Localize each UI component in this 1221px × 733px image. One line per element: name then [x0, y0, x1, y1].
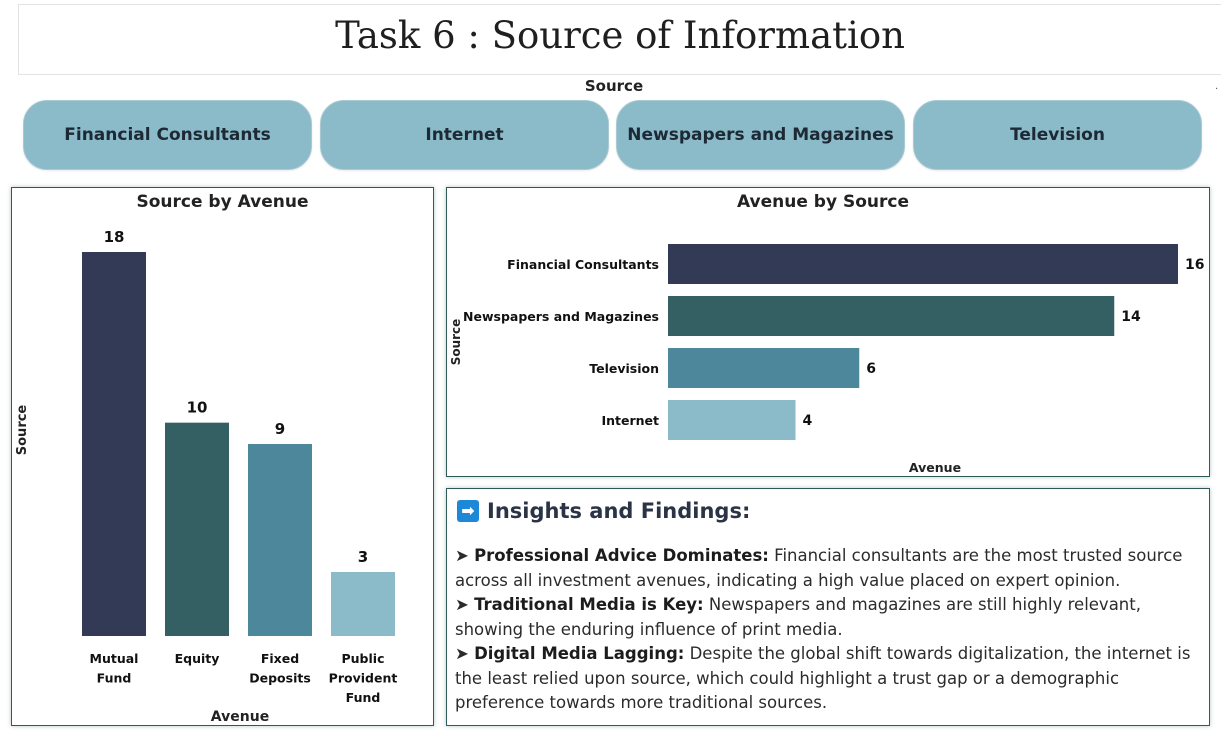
- insight-item: ➤ Traditional Media is Key: Newspapers a…: [455, 593, 1200, 642]
- tick-label: Internet: [601, 413, 659, 428]
- tick-label: Provident: [329, 671, 398, 686]
- insight-title: Digital Media Lagging:: [474, 644, 685, 663]
- x-axis-label: Avenue: [211, 709, 269, 725]
- bar: [668, 296, 1115, 336]
- data-label: 18: [104, 228, 125, 246]
- data-label: 16: [1185, 257, 1204, 273]
- bullet-icon: ➤: [455, 644, 469, 663]
- slicer-button-television[interactable]: Television: [913, 100, 1202, 170]
- tick-label: Deposits: [249, 671, 311, 686]
- insights-heading: ➡ Insights and Findings:: [457, 499, 750, 523]
- y-axis-label: Source: [449, 319, 463, 366]
- tick-label: Newspapers and Magazines: [463, 309, 659, 324]
- tick-label: Public: [342, 651, 385, 666]
- bar: [248, 444, 312, 636]
- source-by-avenue-title: Source by Avenue: [136, 192, 309, 212]
- y-axis-label: Source: [15, 405, 30, 456]
- tick-label: Mutual: [90, 651, 139, 666]
- bar: [668, 244, 1178, 284]
- avenue-by-source-panel: Avenue by Source Financial Consultants 16…: [446, 187, 1210, 477]
- avenue-by-source-title: Avenue by Source: [736, 192, 909, 212]
- bar: [165, 422, 229, 636]
- insights-panel: ➡ Insights and Findings: ➤ Professional …: [446, 488, 1210, 726]
- data-label: 10: [187, 399, 208, 417]
- tick-label: Fund: [97, 671, 132, 686]
- tick-label: Equity: [175, 651, 220, 666]
- insight-item: ➤ Digital Media Lagging: Despite the glo…: [455, 642, 1200, 716]
- slicer-button-financial-consultants[interactable]: Financial Consultants: [23, 100, 312, 170]
- title-box: Task 6 : Source of Information: [18, 4, 1221, 75]
- insight-title: Professional Advice Dominates:: [474, 546, 769, 565]
- bar: [668, 348, 860, 388]
- data-label: 14: [1121, 309, 1141, 325]
- insights-heading-text: Insights and Findings:: [487, 499, 751, 523]
- slicer-more-dot: ·: [1215, 84, 1219, 95]
- data-label: 6: [866, 361, 876, 377]
- slicer-button-newspapers-and-magazines[interactable]: Newspapers and Magazines: [616, 100, 905, 170]
- insight-item: ➤ Professional Advice Dominates: Financi…: [455, 544, 1200, 593]
- tick-label: Television: [589, 361, 659, 376]
- x-axis-label: Avenue: [909, 460, 961, 475]
- bar: [331, 572, 395, 636]
- insights-body: ➤ Professional Advice Dominates: Financi…: [455, 544, 1200, 716]
- bullet-icon: ➤: [455, 546, 469, 565]
- insight-text: Despite the global shift towards digital…: [455, 644, 1191, 712]
- insight-text: Newspapers and magazines are still highl…: [455, 595, 1141, 639]
- slicer-button-internet[interactable]: Internet: [320, 100, 609, 170]
- arrow-right-icon: ➡: [457, 500, 479, 522]
- bullet-icon: ➤: [455, 595, 469, 614]
- data-label: 4: [803, 413, 813, 429]
- tick-label: Fund: [346, 690, 381, 705]
- data-label: 9: [275, 420, 285, 438]
- page-title: Task 6 : Source of Information: [335, 14, 905, 57]
- data-label: 3: [358, 548, 368, 566]
- tick-label: Fixed: [261, 651, 299, 666]
- slicer-label: Source: [584, 77, 644, 95]
- insight-text: Financial consultants are the most trust…: [455, 546, 1183, 590]
- insight-title: Traditional Media is Key:: [474, 595, 704, 614]
- tick-label: Financial Consultants: [507, 257, 659, 272]
- bar: [82, 252, 146, 636]
- bar: [668, 400, 796, 440]
